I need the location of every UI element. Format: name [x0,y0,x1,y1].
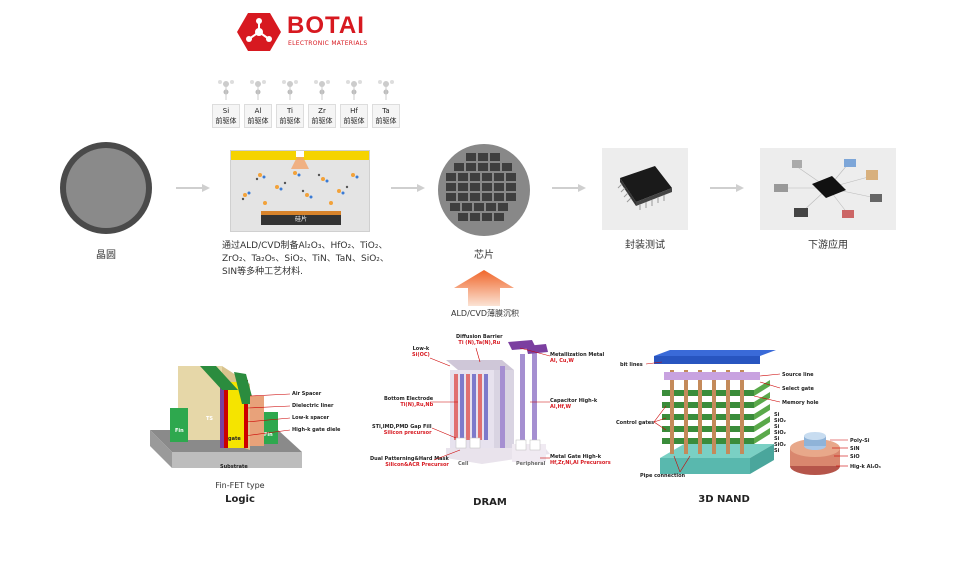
nand-source-label: Source line [782,372,814,378]
nand-memory-label: Memory hole [782,400,819,406]
logic-fin-right-label: Fin [264,432,273,438]
logic-diagram: Fin Fin TS gate Substrate Air Spacer Die… [142,360,392,478]
application-devices-icon [774,159,882,218]
substrate-label: 硅片 [294,216,307,223]
dram-illustration [446,340,550,464]
nand-hk-label: Hig-k Al₂O₃ [850,464,881,470]
arrow-right-icon [176,184,210,192]
substrate-film [261,211,341,215]
wafer-icon [60,142,152,234]
logic-subtitle: Fin-FET type [215,481,265,490]
logic-gate-label: gate [228,436,241,442]
arrow-right-icon [552,184,586,192]
chip-label: 芯片 [474,250,494,261]
logic-ts-label: TS [206,416,214,422]
chip-wafer-icon [438,144,530,236]
logic-dielectric-label: Dielectric liner [292,403,334,409]
dram-leader-lines [429,347,551,461]
nand-control-label: Control gates [616,420,655,426]
ald-label: ALD/CVD薄膜沉积 [450,309,519,318]
nand-pipe-label: Pipe connection [640,473,686,479]
molecule-icon [250,80,266,100]
memory-cell-icon [790,432,840,475]
arrow-right-icon [710,184,744,192]
hexagon-logo-icon [237,13,281,51]
logic-title: Logic [225,494,255,505]
package-panel [602,148,688,230]
deposition-caption: 通过ALD/CVD制备Al₂O₃、HfO₂、TiO₂、 ZrO₂、Ta₂O₅、S… [222,241,389,277]
nand-illustration [654,350,776,474]
nand-title: 3D NAND [698,494,750,505]
deposition-chamber: 硅片 [230,150,370,232]
downstream-label: 下游应用 [808,240,848,251]
molecule-icon [282,80,298,100]
logic-highk-label: High-k gate diele [292,427,341,433]
molecule-icon [346,80,362,100]
brand-subtitle: ELECTRONIC MATERIALS [288,40,368,47]
ald-up-arrow-icon [454,270,514,306]
downstream-panel [760,148,896,230]
nand-sio-label: SiO [850,454,860,460]
nand-sin-label: SiN [850,446,860,452]
logic-substrate-label: Substrate [220,464,248,470]
molecule-icon [378,80,394,100]
logic-fin-left-label: Fin [175,428,184,434]
ic-chip-icon [617,166,672,210]
molecule-icon [314,80,330,100]
light-burst-icon [291,151,309,169]
wafer-label: 晶圆 [96,250,116,261]
logic-leader-lines [243,393,291,437]
substrate-block [261,215,341,225]
nand-diagram: bit lines Source line Select gate Memory… [610,350,900,490]
dram-periph-label: Peripheral [516,461,546,467]
logic-air-label: Air Spacer [292,391,322,397]
nand-select-label: Select gate [782,386,814,392]
arrow-right-icon [391,184,425,192]
nand-poly-label: Poly-Si [850,438,870,444]
molecule-icon [218,80,234,100]
precursor-molecules [241,171,359,205]
nand-leader-lines [645,361,848,473]
brand-logo: BOTAI ELECTRONIC MATERIALS [237,12,377,52]
nand-bit-label: bit lines [620,362,643,368]
brand-name: BOTAI [287,12,365,39]
dram-cell-label: Cell [458,461,469,467]
logic-lowk-label: Low-k spacer [292,415,330,421]
dram-title: DRAM [473,497,507,508]
package-label: 封装测试 [625,240,665,251]
